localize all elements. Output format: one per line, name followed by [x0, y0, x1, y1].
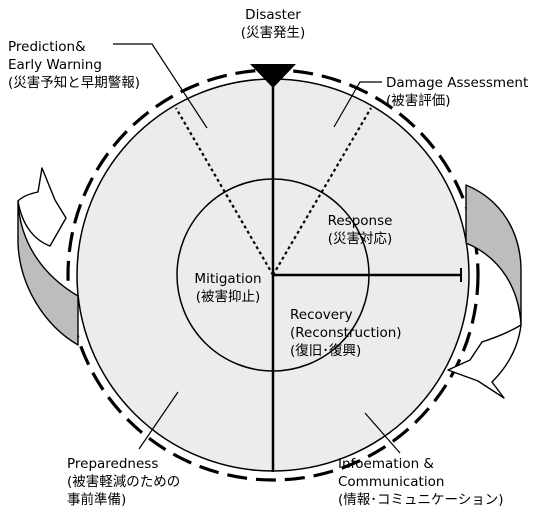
- prediction-leader-line: [113, 43, 208, 129]
- prediction-label-jp: (災害予知と早期警報): [8, 75, 141, 91]
- prediction-label-en1: Prediction&: [8, 39, 86, 55]
- right-cycle-arrow: [447, 184, 522, 399]
- recovery-label-en2: (Reconstruction): [290, 325, 402, 341]
- disaster-label-jp: (災害発生): [240, 25, 306, 41]
- preparedness-label-jp1: (被害軽減のための: [67, 474, 181, 490]
- information-label: Infoemation & Communication (情報･コミュニケーショ…: [338, 455, 504, 509]
- damage-assessment-label-jp: (被害評価): [386, 93, 451, 109]
- preparedness-label-en: Preparedness: [67, 456, 159, 472]
- prediction-label-en2: Early Warning: [8, 57, 102, 73]
- recovery-label: Recovery (Reconstruction) (復旧･復興): [290, 306, 402, 360]
- right-arrow-head: [447, 324, 522, 399]
- right-arrow-ribbon: [465, 184, 522, 326]
- left-arrow-head: [17, 167, 67, 247]
- disaster-marker-triangle: [250, 64, 296, 88]
- preparedness-label-jp2: 事前準備): [67, 492, 127, 508]
- information-leader-line: [364, 412, 401, 454]
- preparedness-leader-line: [138, 391, 179, 450]
- information-label-en1: Infoemation &: [338, 456, 434, 472]
- information-label-jp: (情報･コミュニケーション): [338, 492, 504, 508]
- mitigation-label: Mitigation (被害抑止): [178, 270, 278, 306]
- response-label: Response (災害対応): [310, 212, 410, 248]
- mitigation-label-jp: (被害抑止): [195, 289, 261, 305]
- preparedness-label: Preparedness (被害軽減のための 事前準備): [67, 455, 180, 509]
- left-arrow-ribbon: [17, 200, 79, 346]
- damage-assessment-label: Damage Assessment (被害評価): [386, 74, 528, 110]
- mitigation-label-en: Mitigation: [194, 271, 262, 287]
- dotted-radius-right: [272, 107, 372, 276]
- recovery-label-en1: Recovery: [290, 307, 353, 323]
- dotted-radius-left: [175, 107, 274, 276]
- disaster-label-en: Disaster: [245, 7, 301, 23]
- left-cycle-arrow: [17, 167, 79, 346]
- recovery-label-jp: (復旧･復興): [290, 343, 362, 359]
- response-label-jp: (災害対応): [327, 231, 393, 247]
- damage-assessment-label-en: Damage Assessment: [386, 75, 529, 91]
- disaster-label: Disaster (災害発生): [213, 6, 333, 42]
- prediction-label: Prediction& Early Warning (災害予知と早期警報): [8, 38, 140, 92]
- information-label-en2: Communication: [338, 474, 445, 490]
- damage-assessment-leader-line: [333, 81, 382, 128]
- response-label-en: Response: [327, 213, 393, 229]
